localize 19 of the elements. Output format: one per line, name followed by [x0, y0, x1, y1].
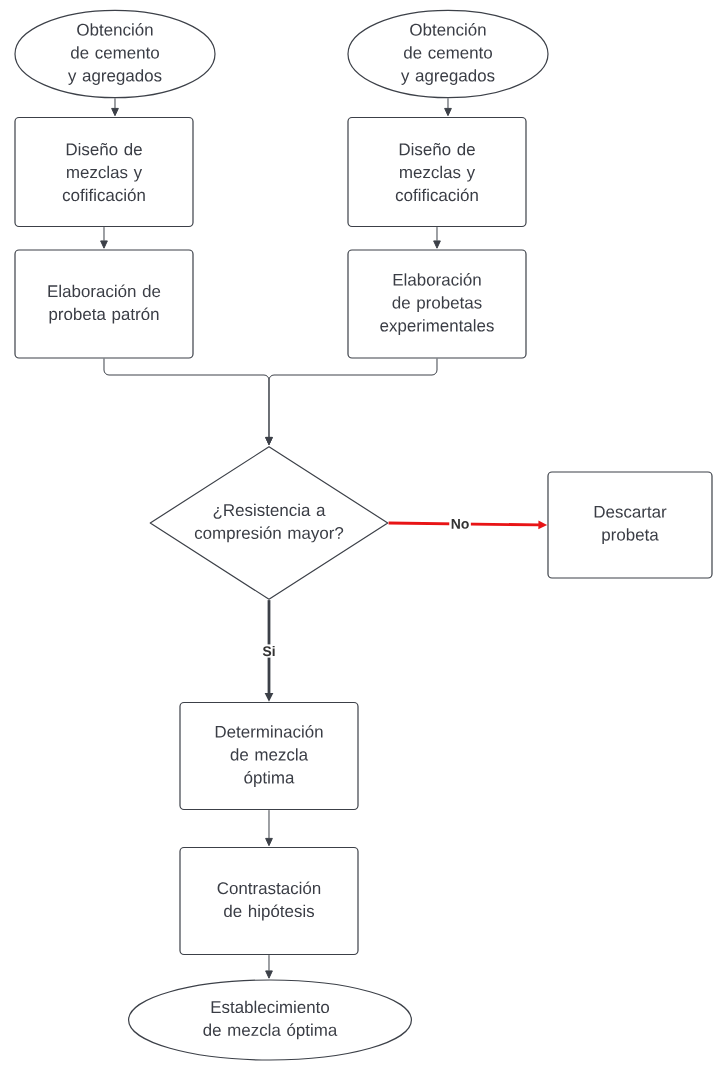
process-box: Elaboración de probetas experimentales: [347, 249, 527, 359]
process-box: Diseño de mezclas y cofificación: [347, 116, 527, 228]
edge-label: No: [449, 517, 471, 531]
edge-label: Si: [260, 644, 278, 658]
arrow: [100, 226, 108, 249]
arrow: [265, 954, 273, 979]
terminal-oval: Obtención de cemento y agregados: [347, 9, 549, 99]
terminal-oval: Obtención de cemento y agregados: [14, 9, 216, 99]
arrow: [111, 97, 119, 117]
arrow: [433, 226, 441, 249]
process-box: Descartar probeta: [547, 471, 713, 579]
arrow: [444, 97, 452, 117]
process-box: Determinación de mezcla óptima: [179, 701, 359, 811]
process-box: Diseño de mezclas y cofificación: [14, 116, 194, 228]
arrow: [265, 809, 273, 847]
arrow: [265, 358, 438, 446]
process-box: Contrastación de hipótesis: [179, 846, 359, 956]
process-box: Elaboración de probeta patrón: [14, 249, 194, 359]
terminal-oval: Establecimiento de mezcla óptima: [128, 979, 413, 1061]
